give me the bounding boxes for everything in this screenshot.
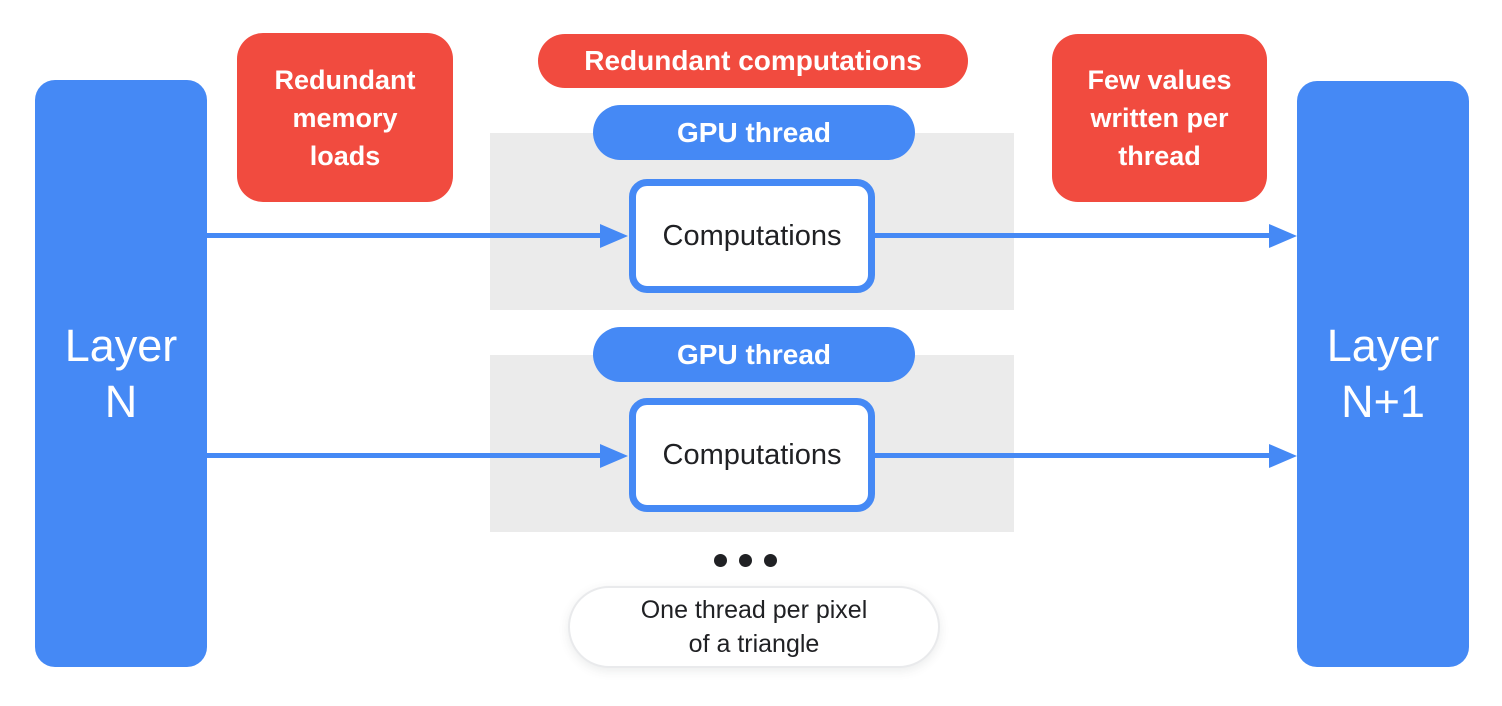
gpu-thread-pill-2: GPU thread xyxy=(593,327,915,382)
arrow-line-2-right xyxy=(875,453,1270,458)
arrowhead-right-icon xyxy=(600,224,628,248)
arrowhead-right-icon xyxy=(1269,224,1297,248)
ellipsis-dot xyxy=(739,554,752,567)
layer-n-plus-1-block: Layer N+1 xyxy=(1297,81,1469,667)
computations-box-2: Computations xyxy=(629,398,875,512)
badge-few-values-written: Few values written per thread xyxy=(1052,34,1267,202)
more-threads-ellipsis-icon xyxy=(714,554,777,567)
arrowhead-right-icon xyxy=(1269,444,1297,468)
badge-redundant-computations: Redundant computations xyxy=(538,34,968,88)
computations-box-1: Computations xyxy=(629,179,875,293)
gpu-thread-pill-1: GPU thread xyxy=(593,105,915,160)
ellipsis-dot xyxy=(714,554,727,567)
layer-n-block: Layer N xyxy=(35,80,207,667)
footnote-one-thread-per-pixel: One thread per pixel of a triangle xyxy=(568,586,940,668)
ellipsis-dot xyxy=(764,554,777,567)
arrowhead-right-icon xyxy=(600,444,628,468)
badge-redundant-memory-loads: Redundant memory loads xyxy=(237,33,453,202)
arrow-line-2-left xyxy=(207,453,602,458)
arrow-line-1-right xyxy=(875,233,1270,238)
arrow-line-1-left xyxy=(207,233,602,238)
